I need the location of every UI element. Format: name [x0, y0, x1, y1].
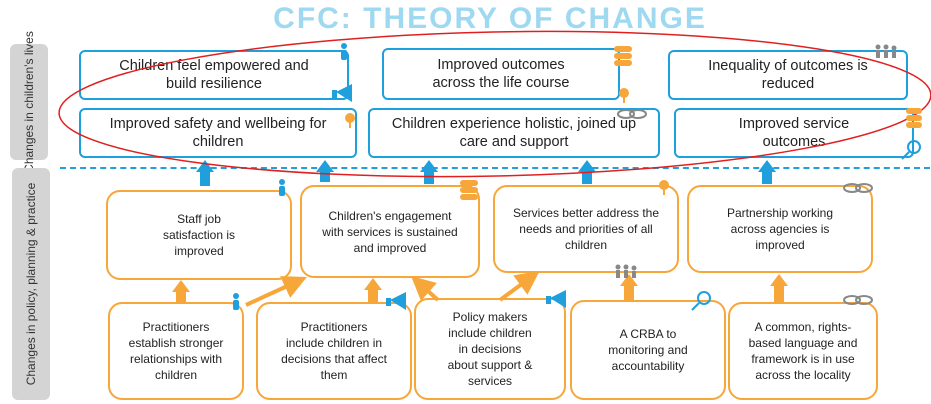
intermediate-box-staff-satisfaction: Staff job satisfaction is improved — [106, 190, 292, 280]
blue-arrow — [420, 160, 438, 172]
family-icon — [615, 264, 637, 278]
megaphone-icon — [546, 290, 566, 308]
activity-box-common-language: A common, rights-based language and fram… — [728, 302, 878, 400]
coin-stack-icon — [460, 180, 478, 200]
link-icon — [843, 183, 873, 193]
activity-box-include-children: Practitioners include children in decisi… — [256, 302, 412, 400]
magnifier-icon — [901, 140, 921, 160]
link-icon — [617, 109, 647, 119]
side-label-children-lives: Changes in children's lives — [10, 31, 48, 173]
orange-arrows — [172, 274, 788, 302]
person-icon — [279, 179, 285, 196]
outcome-box-holistic-care: Children experience holistic, joined up … — [368, 108, 660, 158]
activity-box-relationships: Practitioners establish stronger relatio… — [108, 302, 244, 400]
orange-arrow — [364, 278, 382, 290]
orange-arrow — [770, 274, 788, 286]
flower-icon — [619, 88, 629, 103]
side-label-policy-practice: Changes in policy, planning & practice — [12, 168, 50, 400]
orange-diagonal-arrow — [498, 270, 540, 302]
intermediate-box-partnership: Partnership working across agencies is i… — [687, 185, 873, 273]
outcome-box-empowered: Children feel empowered and build resili… — [79, 50, 349, 100]
flower-icon — [659, 180, 669, 195]
megaphone-icon — [332, 84, 352, 102]
orange-arrow — [620, 274, 638, 286]
orange-diagonal-arrow — [245, 276, 307, 307]
blue-arrow — [196, 160, 214, 172]
coin-stack-icon — [906, 108, 922, 128]
diagram-title: CFC: THEORY OF CHANGE — [273, 2, 707, 35]
outcome-box-life-course: Improved outcomes across the life course — [382, 48, 620, 100]
intermediate-box-services-needs: Services better address the needs and pr… — [493, 185, 679, 273]
blue-arrow — [758, 160, 776, 172]
activity-box-crba: A CRBA to monitoring and accountability — [570, 300, 726, 400]
divider-dashed-line — [60, 167, 930, 169]
blue-arrow — [578, 160, 596, 172]
blue-arrow — [316, 160, 334, 172]
orange-arrow — [172, 280, 190, 292]
orange-diagonal-arrow — [411, 276, 440, 302]
highlight-ring — [58, 30, 931, 178]
magnifier-icon — [691, 291, 711, 311]
flower-icon — [345, 113, 355, 128]
orange-diagonal-arrows — [245, 270, 540, 307]
family-icon — [875, 44, 897, 58]
blue-arrows — [196, 160, 776, 186]
intermediate-box-engagement: Children's engagement with services is s… — [300, 185, 480, 278]
person-icon — [233, 293, 239, 310]
megaphone-icon — [386, 292, 406, 310]
activity-box-policy-makers: Policy makers include children in decisi… — [414, 298, 566, 400]
link-icon — [843, 295, 873, 305]
coin-stack-icon — [614, 46, 632, 66]
person-icon — [341, 43, 347, 60]
